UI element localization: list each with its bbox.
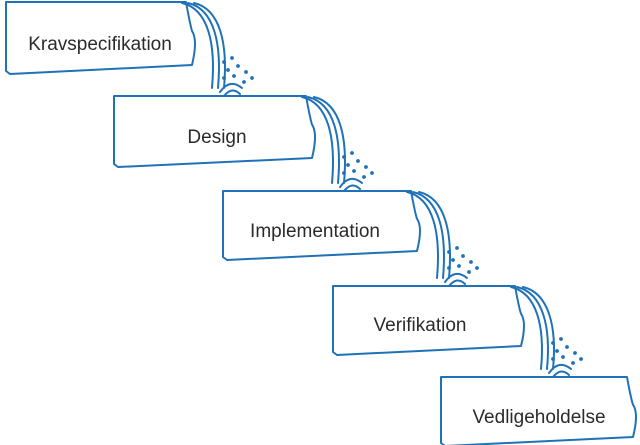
splash-arc [219,82,243,93]
splash-droplet [447,250,451,254]
splash-droplet [461,254,465,258]
step-label: Vedligeholdelse [472,407,605,428]
water-stream [406,191,479,287]
splash-droplet [236,64,240,68]
stream-line [313,96,346,184]
splash-arc [548,363,572,374]
splash-droplet [455,246,459,250]
splash-droplet [551,341,555,345]
splash-droplet [551,357,555,361]
splash-droplet [469,260,473,264]
stream-line [193,2,226,89]
step-label: Implementation [250,221,380,242]
steps-layer: KravspecifikationDesignImplementationVer… [5,1,637,445]
step-box [332,285,525,356]
splash-droplet [475,266,479,270]
splash-droplet [447,266,451,270]
splash-arc [552,370,570,378]
splash-droplet [244,70,248,74]
water-stream [181,2,254,97]
water-stream [301,96,374,192]
splash-droplet [457,264,461,268]
waterfall-step: Vedligeholdelse [440,376,637,445]
splash-droplet [352,169,356,173]
splash-droplet [467,270,471,274]
splash-arc [223,89,241,97]
splash-droplet [561,355,565,359]
stream-line [307,96,340,184]
splash-droplet [242,80,246,84]
splash-droplet [342,171,346,175]
splash-droplet [250,76,254,80]
step-box [113,95,316,168]
stream-line [516,286,549,370]
splash-droplet [226,68,230,72]
splash-droplet [350,151,354,155]
splash-droplet [230,56,234,60]
waterfall-step: Implementation [222,190,479,287]
stream-line [510,286,543,370]
splash-droplet [451,258,455,262]
splash-droplet [565,345,569,349]
step-box [5,1,196,75]
splash-droplet [342,155,346,159]
splash-droplet [362,175,366,179]
splash-arc [339,177,363,188]
stream-line [418,191,451,279]
splash-droplet [364,165,368,169]
waterfall-step: Kravspecifikation [5,1,254,97]
splash-droplet [232,74,236,78]
waterfall-step: Design [113,95,374,192]
splash-droplet [559,337,563,341]
splash-droplet [579,357,583,361]
splash-droplet [555,349,559,353]
step-label: Verifikation [374,315,467,336]
splash-arc [343,184,361,192]
stream-line [406,191,439,279]
stream-line [187,2,220,89]
splash-droplet [571,361,575,365]
step-label: Design [187,127,246,148]
stream-line [181,2,214,89]
stream-line [301,96,334,184]
step-box [222,190,421,261]
splash-droplet [222,60,226,64]
waterfall-step: Verifikation [332,285,583,378]
splash-droplet [346,163,350,167]
splash-droplet [370,171,374,175]
splash-arc [448,279,466,287]
splash-droplet [356,159,360,163]
step-label: Kravspecifikation [28,34,172,55]
step-box [440,376,637,445]
splash-droplet [573,351,577,355]
stream-line [522,286,555,370]
splash-arc [444,272,468,283]
stream-line [412,191,445,279]
splash-droplet [222,76,226,80]
water-stream [510,286,583,378]
